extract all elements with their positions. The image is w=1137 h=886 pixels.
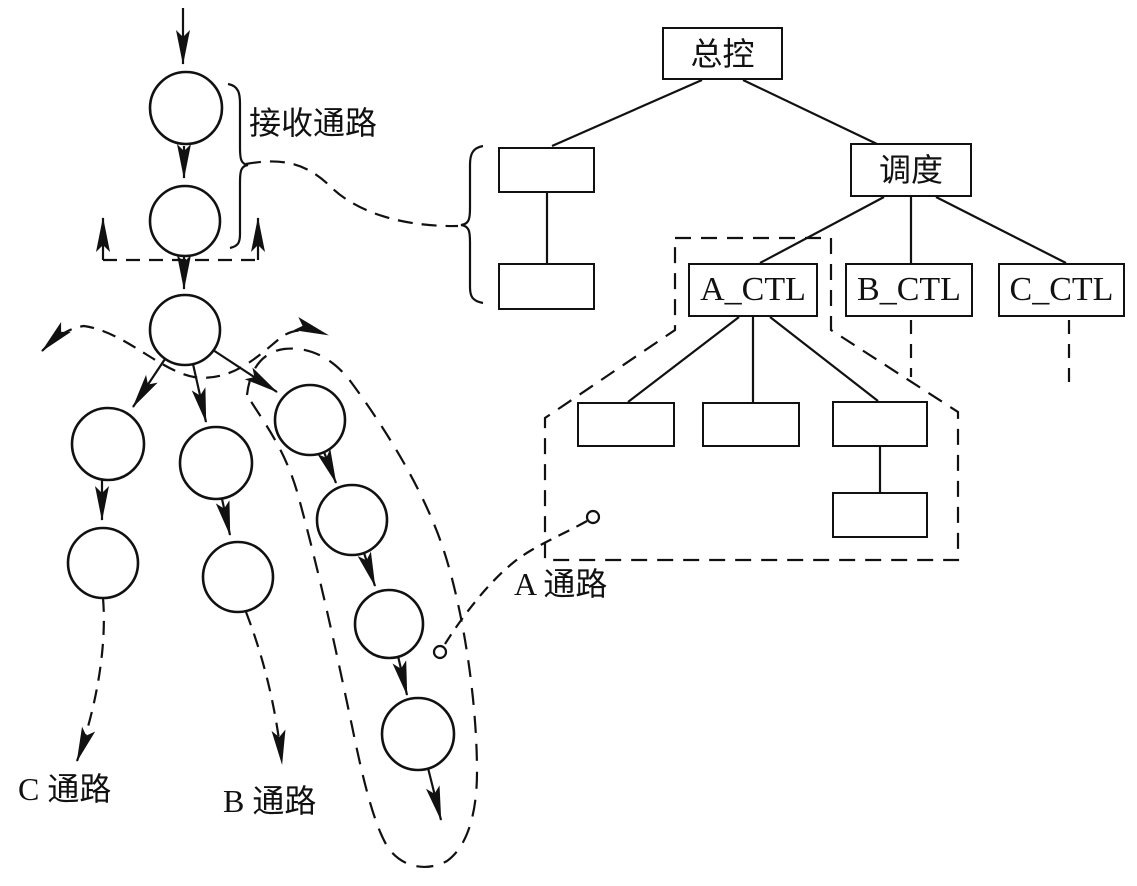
- a-module-child-box-4: [832, 492, 928, 538]
- receive-node-2: [148, 184, 222, 258]
- a-node-2: [315, 483, 389, 557]
- receive-chain: [148, 8, 249, 258]
- a-arrow-2: [357, 551, 377, 587]
- c-node-2: [66, 526, 140, 600]
- b-arrow-1: [215, 498, 232, 536]
- a-node-1: [273, 383, 347, 457]
- c-exit-arrow: [75, 597, 105, 762]
- c-chain: [66, 406, 146, 762]
- a-leader-dot-tree: [585, 509, 601, 525]
- a-arrow-3: [392, 655, 409, 696]
- hub-node: [148, 293, 222, 367]
- node-c-ctl: C_CTL: [998, 263, 1125, 317]
- b-path-label: B 通路: [223, 783, 317, 819]
- a-arrow-1: [317, 448, 338, 484]
- hub-to-a-arrow: [212, 349, 278, 393]
- a-leader: [432, 509, 601, 660]
- node-a-ctl: A_CTL: [688, 263, 818, 317]
- a-path-label: A 通路: [514, 566, 608, 602]
- hub-branches: [132, 349, 278, 423]
- a-chain: [273, 383, 456, 821]
- a-module-child-box-2: [702, 402, 800, 447]
- node-master-control: 总控: [662, 27, 783, 80]
- a-exit-arrow: [425, 767, 443, 821]
- hub-to-b-arrow: [191, 363, 208, 423]
- a-leader-line: [444, 520, 588, 645]
- receive-module-box-bottom: [498, 263, 595, 310]
- receive-module-box-top: [498, 147, 595, 193]
- receive-connector: [245, 160, 459, 228]
- receive-path-label: 接收通路: [249, 105, 378, 141]
- link-scheduler-to-a-ctl: [759, 196, 885, 264]
- tree-brace: [460, 144, 484, 305]
- b-node-2: [201, 540, 275, 614]
- a-path-outline: [245, 347, 479, 868]
- a-module-outline: [543, 236, 960, 562]
- dispatch-arc: [41, 316, 329, 379]
- side-return-arrows: [96, 217, 265, 290]
- link-scheduler-to-c-ctl: [935, 196, 1067, 264]
- a-node-4: [380, 696, 456, 772]
- c-path-label: C 通路: [18, 771, 112, 807]
- tree-links: [545, 78, 1067, 492]
- link-a-ctl-to-child-3: [769, 316, 879, 402]
- link-a-ctl-to-child-1: [627, 316, 740, 403]
- node-b-ctl: B_CTL: [845, 263, 973, 317]
- link-root-to-scheduler: [742, 79, 878, 145]
- hub-to-c-arrow: [132, 358, 166, 408]
- b-exit-arrow: [244, 611, 286, 765]
- b-node-1: [178, 425, 254, 501]
- node-scheduler: 调度: [850, 143, 972, 197]
- b-chain: [178, 425, 286, 765]
- a-module-child-box-3: [832, 401, 928, 447]
- c-node-1: [70, 406, 146, 482]
- receive-node-1: [148, 70, 224, 146]
- receive-brace: [227, 82, 249, 250]
- a-leader-dot-flow: [432, 644, 448, 660]
- link-root-to-receive-module: [551, 78, 703, 148]
- a-node-3: [353, 588, 425, 660]
- a-module-child-box-1: [577, 402, 675, 447]
